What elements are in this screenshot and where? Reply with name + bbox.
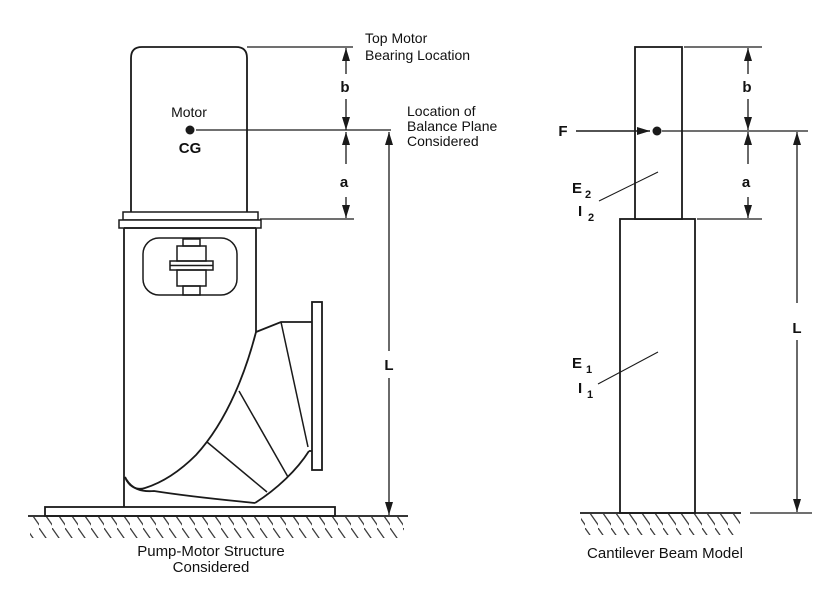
elbow-gore-line [206,441,268,493]
dim-L-right: L [792,132,802,512]
lower-I-subscript: 1 [587,389,593,401]
note-top-bearing-line2: Bearing Location [365,47,470,63]
cg-dot [185,125,195,135]
base-plate [44,506,336,517]
cg-label: CG [179,140,202,157]
dim-b-left: b [340,48,350,130]
coupling [169,238,214,296]
discharge-flange [311,301,323,471]
elbow-gore-line [280,321,309,448]
motor-body [130,46,248,214]
upper-I-subscript: 2 [588,212,594,224]
upper-E-label: E [572,180,582,197]
caption-pump: Pump-Motor Structure Considered [137,543,285,576]
caption-pump-line1: Pump-Motor Structure [137,543,285,560]
caption-pump-line2: Considered [173,559,250,576]
pump-casing [123,227,257,507]
beam-ground-hatch [581,514,740,535]
lower-E-label: E [572,355,582,372]
lower-I-label: I [578,380,582,397]
caption-beam: Cantilever Beam Model [587,545,743,562]
note-balance-plane-line2: Balance Plane [407,118,498,134]
upper-segment-leader-line [598,171,659,202]
volute-elbow [124,321,312,504]
lower-E-subscript: 1 [586,364,592,376]
elbow-gore-line [238,390,289,478]
force-label: F [558,123,567,140]
dim-a-left-label: a [340,174,349,191]
note-top-bearing: Top Motor Bearing Location [365,30,470,63]
dim-b-left-label: b [340,79,349,96]
dim-b-right-label: b [742,79,751,96]
note-balance-plane-line1: Location of [407,103,476,119]
pump-structure-figure: b a L Motor CG Top Motor Bearing Locatio… [28,30,498,576]
force-arrow: F [558,123,650,140]
note-balance-plane: Location of Balance Plane Considered [407,103,498,149]
upper-segment-properties: E 2 I 2 [572,171,659,224]
upper-E-subscript: 2 [585,189,591,201]
dim-b-right: b [742,48,752,130]
cantilever-beam-figure: F b a L E 2 I 2 [558,46,812,562]
dim-a-left: a [340,132,350,218]
upper-I-label: I [578,203,582,220]
note-top-bearing-line1: Top Motor [365,30,428,46]
motor-flange [118,211,262,229]
ground-hatch [30,517,404,538]
balance-point-dot [652,126,662,136]
dim-L-left-label: L [384,357,393,374]
lower-segment-leader-line [597,351,659,385]
dim-a-right: a [742,132,752,218]
lower-segment-properties: E 1 I 1 [572,351,659,401]
dim-L-right-label: L [792,320,801,337]
dim-a-right-label: a [742,174,751,191]
note-balance-plane-line3: Considered [407,133,479,149]
dim-L-left: L [384,132,394,515]
motor-label: Motor [171,104,207,120]
